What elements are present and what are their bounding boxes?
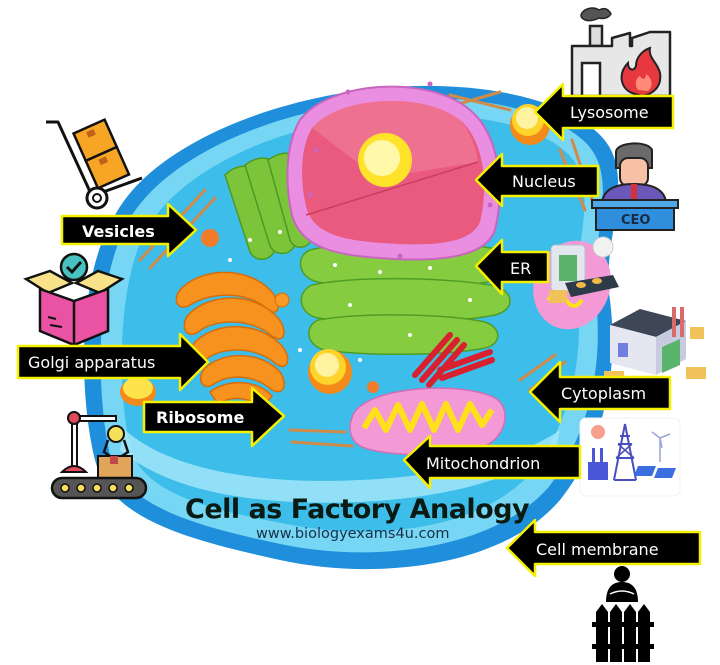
label-er[interactable]: ER xyxy=(474,238,550,296)
centrioles xyxy=(412,332,495,388)
package-check-icon xyxy=(23,252,125,347)
ceo-icon: CEO xyxy=(591,142,679,231)
vesicle-left xyxy=(120,377,156,406)
website-url: www.biologyexams4u.com xyxy=(256,526,449,542)
label-cytoplasm-text: Cytoplasm xyxy=(561,384,646,403)
label-lysosome[interactable]: Lysosome xyxy=(533,82,675,142)
label-cytoplasm[interactable]: Cytoplasm xyxy=(528,360,672,424)
power-plant-icon xyxy=(579,417,681,497)
security-guard-fence-icon xyxy=(592,566,654,662)
warehouse-icon xyxy=(604,307,706,381)
nucleus-shape xyxy=(286,81,501,261)
label-lysosome-text: Lysosome xyxy=(570,103,649,122)
label-nucleus[interactable]: Nucleus xyxy=(474,152,600,208)
label-golgi[interactable]: Golgi apparatus xyxy=(16,332,210,392)
label-golgi-text: Golgi apparatus xyxy=(28,353,155,372)
factory-fire-icon xyxy=(570,7,672,98)
robot-arm-conveyor-icon xyxy=(50,411,148,500)
diagram-title: Cell as Factory Analogy xyxy=(185,494,530,525)
peroxisome-shape xyxy=(308,349,352,394)
label-cell-membrane-text: Cell membrane xyxy=(536,540,659,559)
cell-illustration: Cell as Factory Analogy www.biologyexams… xyxy=(83,81,619,570)
assembly-machine-icon xyxy=(549,236,619,303)
label-vesicles-text: Vesicles xyxy=(82,222,155,241)
ceo-sign-text: CEO xyxy=(621,213,650,228)
label-mitochondrion[interactable]: Mitochondrion xyxy=(402,434,582,490)
membrane-highlight xyxy=(120,430,560,503)
label-nucleus-text: Nucleus xyxy=(512,172,576,191)
label-cell-membrane[interactable]: Cell membrane xyxy=(505,518,702,578)
golgi-vesicle xyxy=(274,292,290,308)
label-ribosome-text: Ribosome xyxy=(156,408,244,427)
golgi-shape xyxy=(175,271,289,410)
label-vesicles[interactable]: Vesicles xyxy=(60,202,198,258)
label-mitochondrion-text: Mitochondrion xyxy=(426,454,540,473)
small-vesicle xyxy=(201,229,219,247)
label-er-text: ER xyxy=(510,259,531,278)
small-vesicle xyxy=(367,381,379,393)
label-ribosome[interactable]: Ribosome xyxy=(142,386,286,448)
hand-truck-boxes-icon xyxy=(46,117,143,210)
